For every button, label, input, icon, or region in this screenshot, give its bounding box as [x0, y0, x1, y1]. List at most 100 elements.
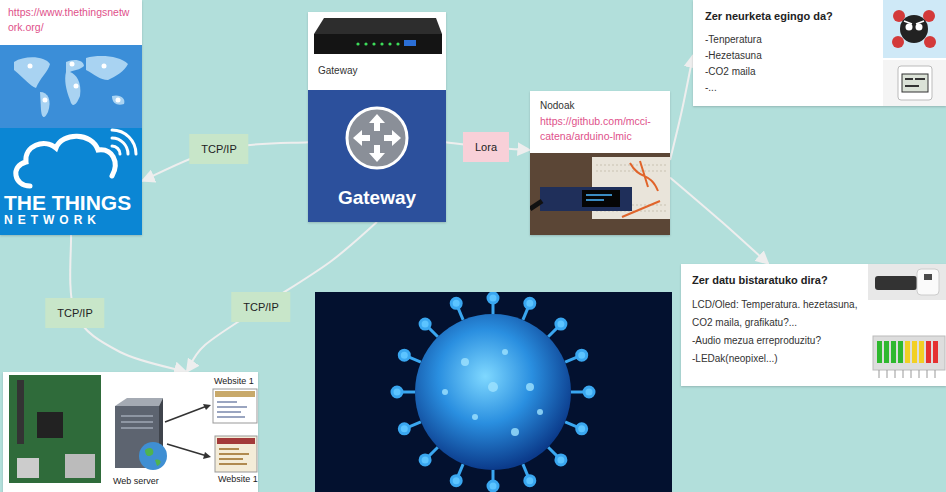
network-illustration-part-part: [102, 64, 107, 69]
web-server-illustration-part: [121, 416, 153, 428]
virus-illustration-part-part: [525, 298, 535, 308]
web-server-illustration-part: [65, 454, 95, 478]
web-server-illustration-part: [217, 402, 247, 417]
connector: [187, 222, 377, 372]
sensor-illustration-part-part: [924, 36, 936, 48]
card-text: -Audio mezua erreproduzitu?: [692, 332, 864, 350]
card-heading: Zer neurketa egingo da?: [705, 9, 877, 23]
web-server-illustration-part: [37, 412, 63, 438]
network-illustration-part-part: [112, 95, 124, 104]
link-text: https://www.thethingsnetwork.org/: [8, 5, 134, 35]
virus-illustration-part: [392, 293, 594, 491]
sensor-illustration-part: [892, 10, 936, 48]
web-server-illustration-part: [215, 436, 257, 472]
sensor-illustration-part: [883, 60, 946, 106]
display-illustration-part: [873, 336, 945, 370]
link-text: https://github.com/mcci-catena/arduino-l…: [540, 114, 664, 144]
edge-label: Lora: [463, 132, 509, 162]
gateway-illustration-part: [353, 114, 401, 162]
virus-illustration-part-part: [399, 350, 409, 360]
web-server-illustration-part: [145, 448, 161, 466]
network-illustration-part-part: [74, 84, 79, 89]
gateway-illustration-part-part: [388, 42, 391, 45]
gateway-illustration-part: [404, 40, 416, 46]
node-label: Gateway: [308, 186, 446, 211]
virus-illustration: [315, 292, 672, 492]
display-illustration-part: [933, 341, 938, 363]
web-server-illustration-part: [203, 404, 211, 410]
virus-illustration-part-part: [451, 476, 461, 486]
display-illustration-part: [879, 370, 935, 378]
node-label: Website 1: [214, 376, 258, 388]
sensor-illustration-part: [902, 74, 928, 92]
virus-illustration-part-part: [502, 349, 508, 355]
network-illustration-part-part: [14, 57, 50, 88]
gateway-illustration-part-part: [353, 130, 370, 146]
gateway-illustration-part: [314, 34, 442, 54]
sensor-illustration-part: [898, 66, 932, 100]
card-text: -...: [705, 80, 877, 96]
web-server-illustration-part: [213, 389, 257, 423]
node-label: Website 1: [218, 474, 258, 486]
gateway-illustration-part-part: [369, 114, 385, 131]
connector: [670, 177, 769, 264]
virus-illustration-part: [442, 349, 543, 436]
network-illustration-part: [28, 62, 121, 103]
edge-label: TCP/IP: [231, 292, 290, 322]
virus-illustration-part-part: [525, 476, 535, 486]
network-illustration-part-part: [43, 98, 48, 103]
display-card: Zer datu bistaratuko dira? LCD/Oled: Temp…: [681, 264, 946, 386]
network-illustration-part-part: [65, 60, 84, 105]
card-heading: Zer datu bistaratuko dira?: [692, 273, 864, 287]
node-photo-part: [622, 161, 660, 217]
network-illustration-part: [14, 56, 128, 117]
display-illustration-part: [891, 341, 896, 363]
virus-illustration-part-part: [577, 424, 587, 434]
virus-illustration-part-part: [577, 350, 587, 360]
node-photo-part: [582, 190, 620, 207]
card-text: LCD/Oled: Temperatura. hezetasuna, CO2 m…: [692, 296, 864, 332]
gateway-illustration-part-part: [364, 42, 367, 45]
web-server-illustration-part: [9, 375, 101, 483]
node-photo-part: [586, 195, 612, 200]
network-illustration-part-part: [70, 62, 75, 67]
sensor-illustration-part-part: [892, 36, 904, 48]
gateway-illustration-part-part: [372, 42, 375, 45]
virus-illustration-part: [415, 314, 571, 470]
display-illustration-part: [919, 341, 924, 363]
display-illustration-part: [926, 341, 931, 363]
web-server-card: Website 1Web serverWebsite 1: [3, 372, 258, 492]
web-server-illustration-part: [215, 391, 255, 397]
virus-illustration-part-part: [556, 455, 566, 465]
edge-label: TCP/IP: [45, 298, 104, 328]
display-illustration-part: [905, 341, 910, 363]
web-server-illustration-part: [139, 442, 167, 470]
virus-illustration-part-part: [472, 414, 478, 420]
gateway-illustration-part-part: [384, 130, 401, 146]
network-illustration-part-part: [86, 56, 128, 80]
virus-illustration-part-part: [488, 481, 498, 491]
gateway-illustration-part: [308, 90, 446, 222]
display-illustration-part: [875, 276, 917, 290]
sensor-illustration-part: [900, 15, 928, 43]
display-illustration-part: [924, 274, 932, 280]
sensor-illustration-part: [904, 21, 924, 24]
gateway-illustration-part-part: [396, 42, 399, 45]
edge-label: TCP/IP: [189, 134, 248, 164]
virus-illustration-part-part: [392, 387, 402, 397]
virus-illustration-part-part: [584, 387, 594, 397]
node-label: THE THINGS NETWORK: [4, 192, 140, 227]
virus-illustration-part-part: [451, 298, 461, 308]
gateway-card: GatewayGateway: [308, 12, 446, 222]
text-column: Zer neurketa egingo da?-Tenperatura-Heze…: [705, 9, 877, 96]
display-illustration-part: [884, 341, 889, 363]
virus-illustration-part-part: [488, 382, 498, 392]
virus-illustration-part-part: [399, 424, 409, 434]
virus-illustration-part-part: [511, 428, 519, 436]
display-illustration-part: [898, 341, 903, 363]
web-server-illustration-part: [203, 452, 211, 459]
gateway-illustration-part-part: [369, 145, 385, 162]
node-label: Gateway: [318, 64, 436, 77]
virus-illustration-part: [315, 292, 672, 492]
gateway-illustration-part-part: [356, 42, 359, 45]
